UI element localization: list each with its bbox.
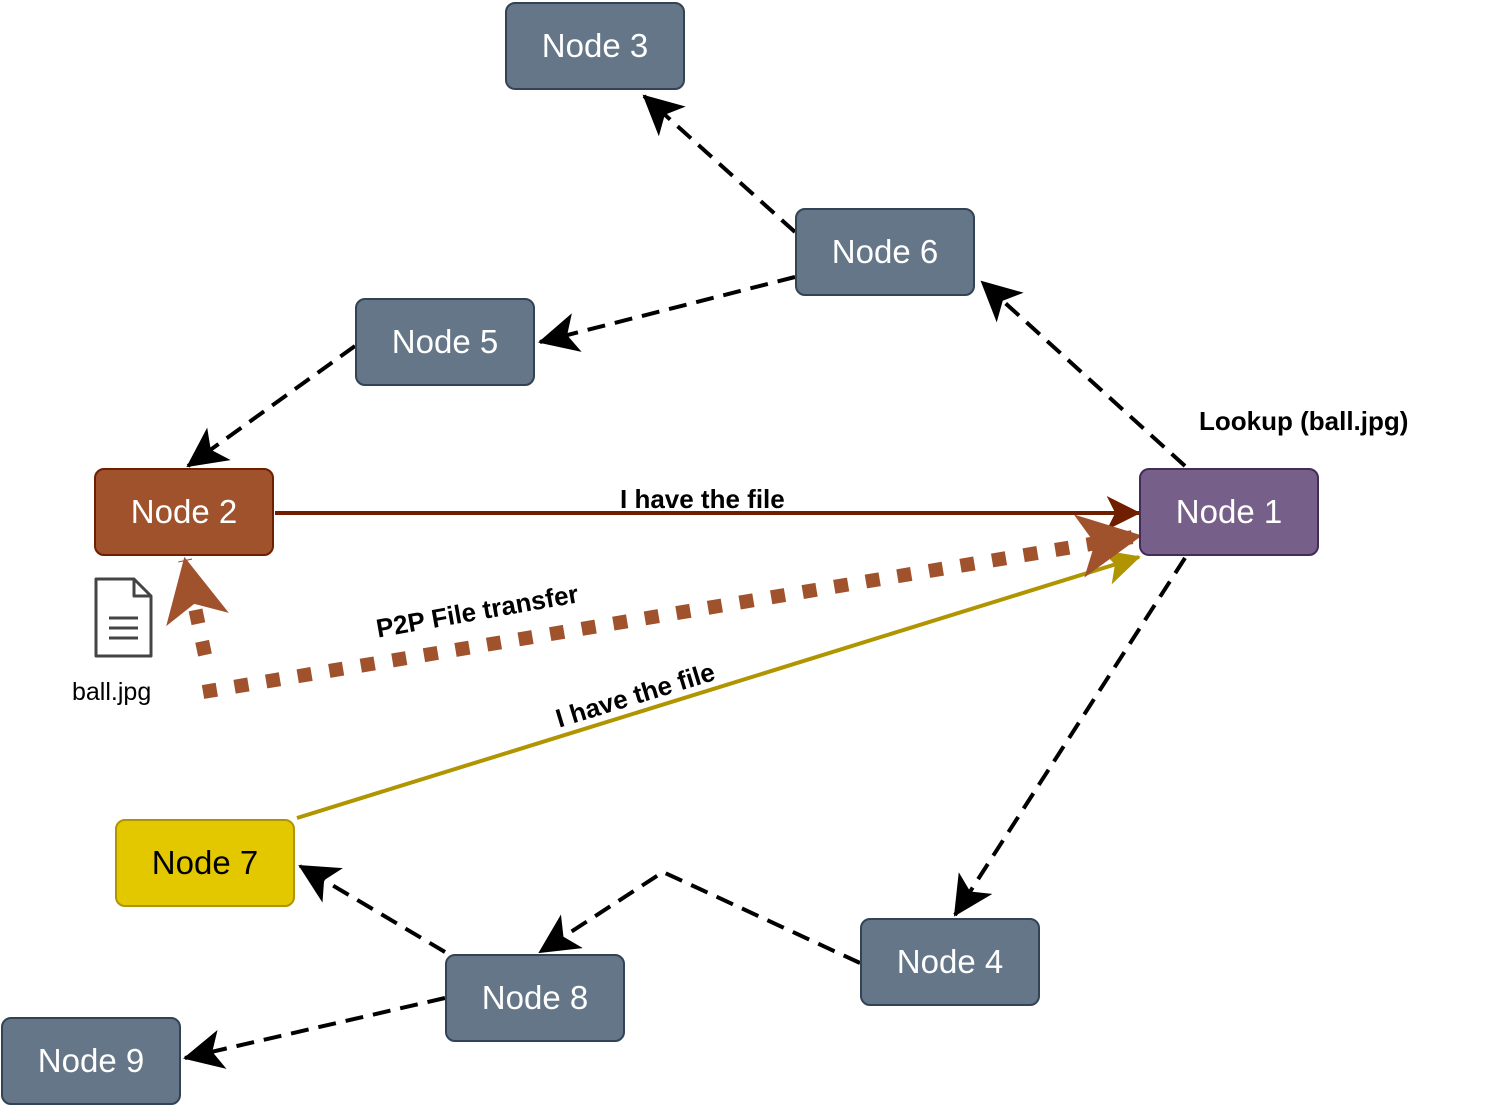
node-8[interactable]: Node 8 [445, 954, 625, 1042]
node-3[interactable]: Node 3 [505, 2, 685, 90]
node-2[interactable]: Node 2 [94, 468, 274, 556]
node-5[interactable]: Node 5 [355, 298, 535, 386]
edge-node4-node8 [538, 869, 861, 965]
edge-node1-node4 [953, 556, 1187, 917]
node-7[interactable]: Node 7 [115, 819, 295, 907]
edge-node8-node9 [183, 996, 446, 1069]
edge-p2p-transfer-return [166, 556, 229, 657]
node-9[interactable]: Node 9 [1, 1017, 181, 1105]
node-4[interactable]: Node 4 [860, 918, 1040, 1006]
node-1[interactable]: Node 1 [1139, 468, 1319, 556]
edge-node5-node2 [186, 344, 357, 468]
edge-node8-node7 [298, 864, 447, 954]
file-name-label: ball.jpg [72, 678, 152, 706]
document-icon [94, 577, 153, 658]
edge-node6-node3 [642, 94, 797, 234]
lookup-label: Lookup (ball.jpg) [1199, 406, 1409, 436]
edge-node7-node1-reply [296, 549, 1141, 820]
edge-node6-node5 [538, 275, 796, 352]
have-file-label-node2: I have the file [620, 484, 785, 514]
node-6[interactable]: Node 6 [795, 208, 975, 296]
edge-node1-node6 [980, 280, 1187, 468]
